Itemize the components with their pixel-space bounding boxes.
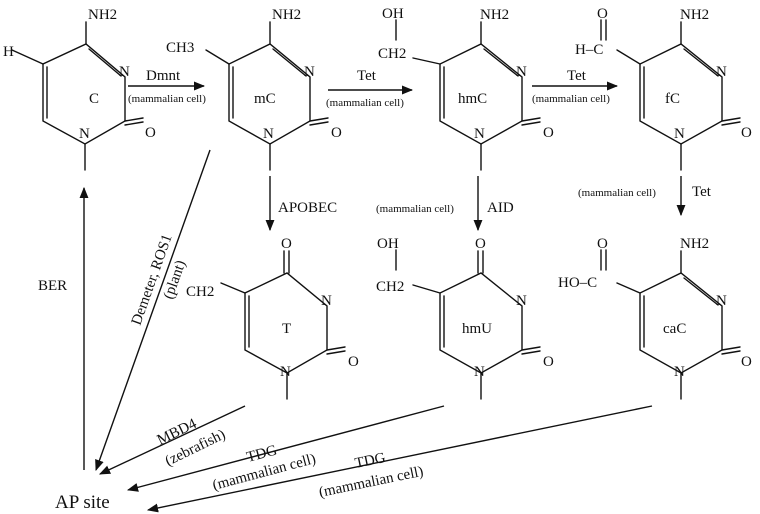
arrow-tet-2: Tet (mammalian cell) bbox=[532, 68, 619, 105]
hmu-ch2: CH2 bbox=[376, 279, 404, 295]
arrow-aid: AID (mammalian cell) bbox=[376, 176, 514, 232]
fc-n3: N bbox=[716, 64, 727, 80]
cac-n3: N bbox=[716, 293, 727, 309]
fc-ald-o: O bbox=[597, 6, 608, 22]
hmc-o: O bbox=[543, 125, 554, 141]
hmc-oh: OH bbox=[382, 6, 404, 22]
tet2-note: (mammalian cell) bbox=[532, 93, 610, 105]
arrow-ber: BER bbox=[38, 186, 89, 470]
c-n1: N bbox=[79, 126, 90, 142]
apobec-enzyme: APOBEC bbox=[278, 200, 337, 216]
hmc-nh2: NH2 bbox=[480, 7, 509, 23]
ber-enzyme: BER bbox=[38, 278, 67, 294]
molecule-t: O CH2 N T O N bbox=[186, 236, 359, 400]
hmc-n1: N bbox=[474, 126, 485, 142]
dnmt-enzyme: Dmnt bbox=[146, 68, 181, 84]
molecule-hmc: NH2 OH CH2 N hmC O N bbox=[378, 6, 554, 171]
mc-n3: N bbox=[304, 64, 315, 80]
arrow-dnmt: Dmnt (mammalian cell) bbox=[128, 68, 206, 105]
tet3-note: (mammalian cell) bbox=[578, 187, 656, 199]
molecule-cac: NH2 O HO–C N caC O N bbox=[558, 236, 752, 400]
t-o: O bbox=[348, 354, 359, 370]
t-n1: N bbox=[280, 364, 291, 380]
cac-n1: N bbox=[674, 364, 685, 380]
fc-ald-h: H–C bbox=[575, 42, 603, 58]
fc-name: fC bbox=[665, 91, 680, 107]
t-ch2: CH2 bbox=[186, 284, 214, 300]
hmu-name: hmU bbox=[462, 321, 492, 337]
arrow-tdg-2: TDG (mammalian cell) bbox=[146, 405, 653, 513]
tet1-note: (mammalian cell) bbox=[326, 97, 404, 109]
aid-note: (mammalian cell) bbox=[376, 203, 454, 215]
t-n3: N bbox=[321, 293, 332, 309]
tet2-enzyme: Tet bbox=[567, 68, 587, 84]
molecule-mc: NH2 CH3 N mC O N bbox=[166, 7, 342, 171]
cac-name: caC bbox=[663, 321, 686, 337]
tdg1-enzyme: TDG bbox=[245, 442, 279, 465]
hmc-name: hmC bbox=[458, 91, 487, 107]
hmu-n1: N bbox=[474, 364, 485, 380]
hmc-ch2: CH2 bbox=[378, 46, 406, 62]
aid-enzyme: AID bbox=[487, 200, 514, 216]
ap-site-label: AP site bbox=[55, 492, 110, 513]
t-name: T bbox=[282, 321, 291, 337]
hmc-n3: N bbox=[516, 64, 527, 80]
mc-o: O bbox=[331, 125, 342, 141]
cac-nh2: NH2 bbox=[680, 236, 709, 252]
mc-nh2: NH2 bbox=[272, 7, 301, 23]
fc-n1: N bbox=[674, 126, 685, 142]
molecule-hmu: O OH CH2 N hmU O N bbox=[376, 236, 554, 400]
cac-carb-ho: HO–C bbox=[558, 275, 597, 291]
cac-carb-o: O bbox=[597, 236, 608, 252]
tdg2-note: (mammalian cell) bbox=[318, 464, 425, 501]
c-h: H bbox=[3, 44, 14, 60]
molecule-c: NH2 H N C O N bbox=[3, 7, 156, 171]
tdg2-enzyme: TDG bbox=[354, 450, 388, 472]
molecule-fc: NH2 O H–C N fC O N bbox=[575, 6, 752, 171]
c-name: C bbox=[89, 91, 99, 107]
arrow-apobec: APOBEC bbox=[265, 176, 337, 232]
dnmt-note: (mammalian cell) bbox=[128, 93, 206, 105]
c-o: O bbox=[145, 125, 156, 141]
hmu-n3: N bbox=[516, 293, 527, 309]
hmu-oh: OH bbox=[377, 236, 399, 252]
mc-name: mC bbox=[254, 91, 276, 107]
c-n3: N bbox=[119, 64, 130, 80]
arrow-tet-1: Tet (mammalian cell) bbox=[326, 68, 414, 109]
tet1-enzyme: Tet bbox=[357, 68, 377, 84]
t-o4: O bbox=[281, 236, 292, 252]
mc-n1: N bbox=[263, 126, 274, 142]
fc-o: O bbox=[741, 125, 752, 141]
hmu-o: O bbox=[543, 354, 554, 370]
arrow-mbd4: MBD4 (zebrafish) bbox=[98, 405, 246, 475]
fc-nh2: NH2 bbox=[680, 7, 709, 23]
tet3-enzyme: Tet bbox=[692, 184, 712, 200]
cac-o: O bbox=[741, 354, 752, 370]
c-nh2: NH2 bbox=[88, 7, 117, 23]
mc-ch3: CH3 bbox=[166, 40, 194, 56]
hmu-o4: O bbox=[475, 236, 486, 252]
arrow-tet-3: Tet (mammalian cell) bbox=[578, 176, 712, 217]
